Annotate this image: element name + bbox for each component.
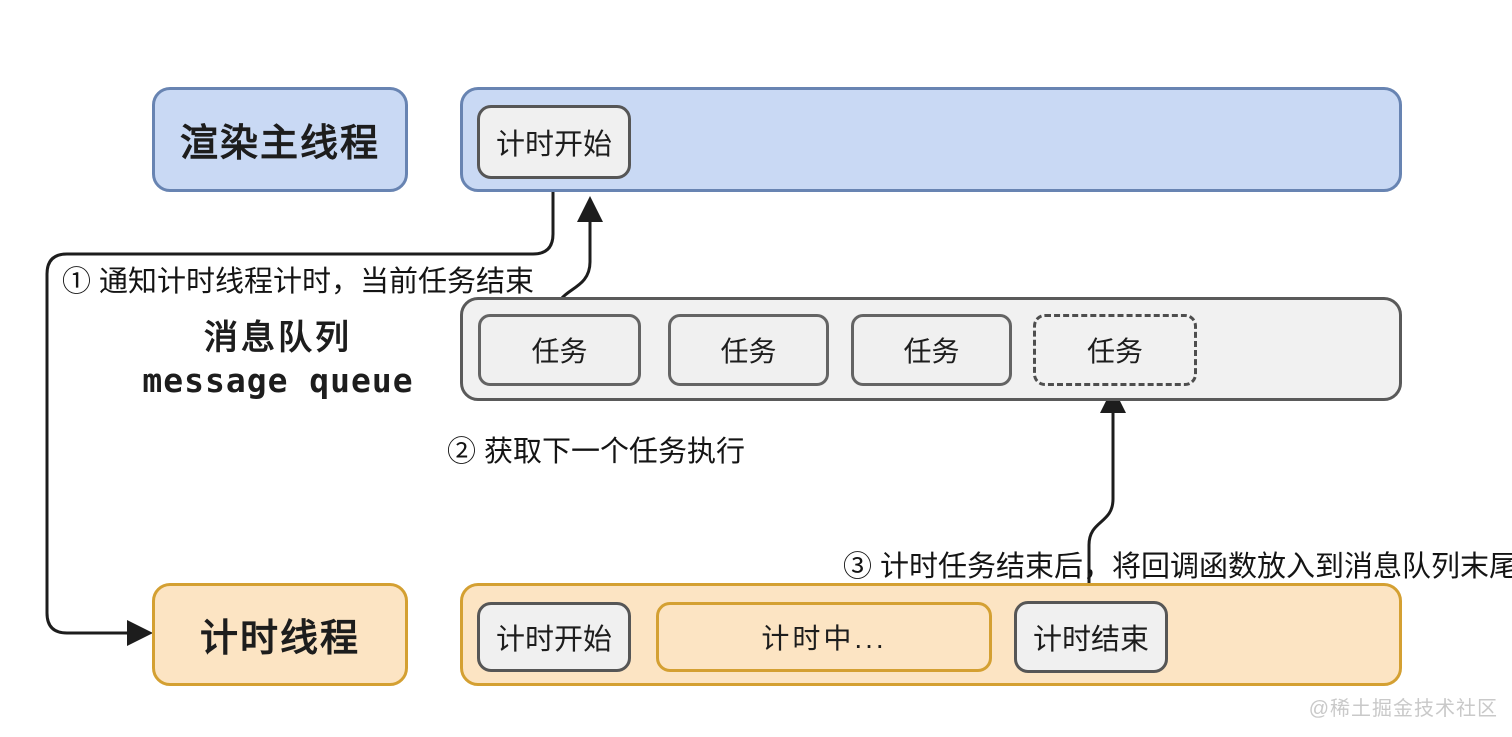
- render-thread-bar: 计时开始: [460, 87, 1402, 192]
- arrow-step1-arrowhead: [127, 620, 153, 646]
- queue-task-2: 任务: [668, 314, 829, 386]
- render-thread-label-text: 渲染主线程: [179, 123, 380, 165]
- timer-task-start: 计时开始: [477, 602, 631, 672]
- watermark: @稀土掘金技术社区: [1308, 698, 1498, 720]
- timer-thread-bar: 计时开始 计时中... 计时结束: [460, 583, 1402, 686]
- render-thread-task-timer-start: 计时开始: [477, 105, 631, 179]
- annotation-step3: ③ 计时任务结束后，将回调函数放入到消息队列末尾: [843, 551, 1512, 583]
- render-thread-label: 渲染主线程: [152, 87, 408, 192]
- arrow-step1: [45, 178, 555, 635]
- timer-start-label: 计时开始: [495, 129, 612, 161]
- message-queue-bar: 任务 任务 任务 任务: [460, 297, 1402, 401]
- timer-thread-label-text: 计时线程: [199, 618, 360, 660]
- timer-task-end: 计时结束: [1014, 601, 1168, 673]
- arrow-step2-arrowhead: [577, 196, 603, 222]
- timer-thread-label: 计时线程: [152, 583, 408, 686]
- annotation-step2: ② 获取下一个任务执行: [447, 436, 746, 468]
- annotation-step1: ① 通知计时线程计时，当前任务结束: [62, 266, 535, 298]
- queue-task-3: 任务: [851, 314, 1012, 386]
- queue-task-4-pending: 任务: [1033, 314, 1197, 386]
- queue-task-1: 任务: [478, 314, 641, 386]
- message-queue-label-en: message queue: [142, 361, 414, 401]
- timer-task-timing: 计时中...: [656, 602, 992, 672]
- message-queue-label: 消息队列 message queue: [88, 318, 468, 401]
- message-queue-label-cn: 消息队列: [204, 319, 352, 357]
